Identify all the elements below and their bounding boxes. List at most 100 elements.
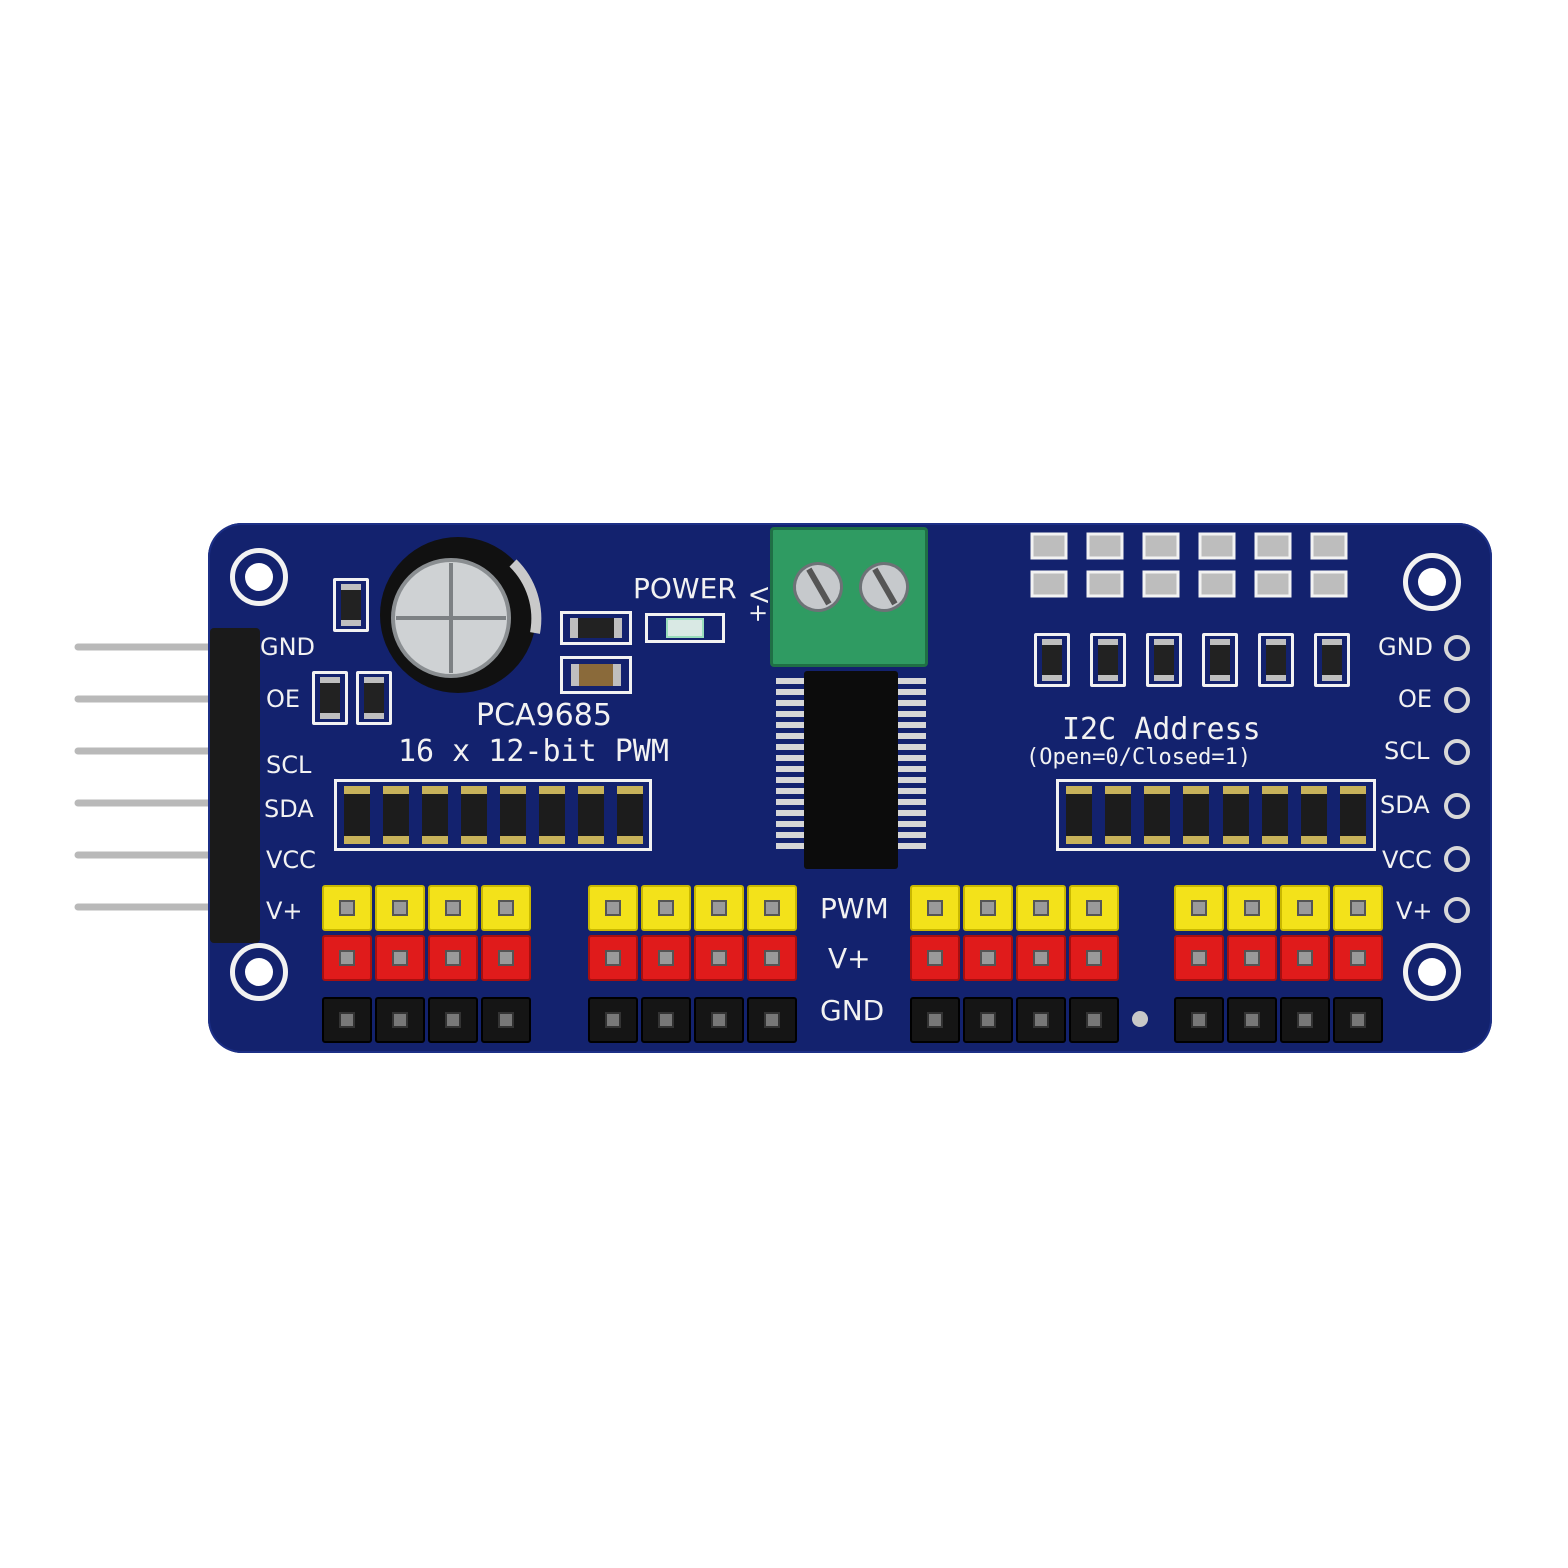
servo-pin-gnd[interactable]	[322, 997, 372, 1043]
servo-pin-vplus[interactable]	[1333, 935, 1383, 981]
servo-pin-pwm[interactable]	[1069, 885, 1119, 931]
servo-pin-pwm[interactable]	[963, 885, 1013, 931]
pca9685-chip	[776, 671, 926, 869]
servo-group-1-pwm-row	[322, 885, 534, 931]
servo-pin-pwm[interactable]	[641, 885, 691, 931]
right-label-vplus: V+	[1396, 897, 1433, 925]
i2c-address-subtitle: (Open=0/Closed=1)	[1026, 745, 1252, 770]
servo-group-4-pwm-row	[1174, 885, 1386, 931]
servo-pin-gnd[interactable]	[1069, 997, 1119, 1043]
servo-pin-gnd[interactable]	[963, 997, 1013, 1043]
servo-pin-gnd[interactable]	[375, 997, 425, 1043]
mount-hole-bottom-left	[230, 943, 288, 1001]
address-resistor-6	[1314, 633, 1350, 687]
servo-pin-vplus[interactable]	[428, 935, 478, 981]
servo-pin-vplus[interactable]	[1016, 935, 1066, 981]
left-header-housing	[210, 628, 260, 943]
servo-pin-vplus[interactable]	[1069, 935, 1119, 981]
servo-pin-vplus[interactable]	[588, 935, 638, 981]
servo-pin-vplus[interactable]	[694, 935, 744, 981]
servo-pin-gnd[interactable]	[910, 997, 960, 1043]
servo-group-3-pwm-row	[910, 885, 1122, 931]
servo-pin-vplus[interactable]	[747, 935, 797, 981]
power-led	[645, 613, 725, 643]
smd-capacitor-3	[356, 671, 392, 725]
servo-pin-pwm[interactable]	[1280, 885, 1330, 931]
screw-icon-right	[849, 552, 919, 622]
servo-pin-gnd[interactable]	[694, 997, 744, 1043]
servo-pin-pwm[interactable]	[1016, 885, 1066, 931]
servo-label-vplus: V+	[828, 942, 871, 975]
mount-hole-bottom-right	[1403, 943, 1461, 1001]
resistor-array-right	[1056, 779, 1376, 851]
right-pad-scl	[1444, 739, 1470, 765]
servo-pin-vplus[interactable]	[322, 935, 372, 981]
right-label-vcc: VCC	[1382, 846, 1432, 874]
servo-group-1-vplus-row	[322, 935, 534, 981]
servo-pin-pwm[interactable]	[322, 885, 372, 931]
servo-group-2-vplus-row	[588, 935, 800, 981]
right-pad-vcc	[1444, 846, 1470, 872]
i2c-address-title: I2C Address	[1062, 712, 1261, 747]
servo-pin-gnd[interactable]	[747, 997, 797, 1043]
left-label-scl: SCL	[266, 751, 312, 779]
servo-pin-vplus[interactable]	[1280, 935, 1330, 981]
servo-pin-pwm[interactable]	[428, 885, 478, 931]
right-pad-gnd	[1444, 635, 1470, 661]
servo-group-1-gnd-row	[322, 997, 534, 1043]
servo-pin-gnd[interactable]	[588, 997, 638, 1043]
mount-hole-top-right	[1403, 553, 1461, 611]
servo-pin-gnd[interactable]	[1227, 997, 1277, 1043]
electrolytic-capacitor	[380, 537, 542, 693]
servo-pin-vplus[interactable]	[1227, 935, 1277, 981]
servo-group-2-pwm-row	[588, 885, 800, 931]
smd-capacitor-1	[333, 578, 369, 632]
pcb-via	[1132, 1011, 1148, 1027]
servo-pin-gnd[interactable]	[1174, 997, 1224, 1043]
left-label-gnd: GND	[260, 633, 316, 661]
servo-group-3-gnd-row	[910, 997, 1122, 1043]
right-pad-oe	[1444, 687, 1470, 713]
servo-pin-gnd[interactable]	[481, 997, 531, 1043]
servo-pin-pwm[interactable]	[375, 885, 425, 931]
servo-pin-pwm[interactable]	[694, 885, 744, 931]
address-resistor-3	[1146, 633, 1182, 687]
right-label-scl: SCL	[1384, 737, 1430, 765]
servo-pin-pwm[interactable]	[1227, 885, 1277, 931]
servo-pin-pwm[interactable]	[588, 885, 638, 931]
servo-pin-vplus[interactable]	[481, 935, 531, 981]
servo-pin-vplus[interactable]	[641, 935, 691, 981]
servo-pin-gnd[interactable]	[1333, 997, 1383, 1043]
servo-pin-pwm[interactable]	[1174, 885, 1224, 931]
right-pad-sda	[1444, 793, 1470, 819]
servo-pin-pwm[interactable]	[910, 885, 960, 931]
servo-pin-gnd[interactable]	[1016, 997, 1066, 1043]
servo-pin-gnd[interactable]	[1280, 997, 1330, 1043]
servo-pin-gnd[interactable]	[641, 997, 691, 1043]
mount-hole-top-left	[230, 548, 288, 606]
resistor-array-left	[334, 779, 652, 851]
servo-label-pwm: PWM	[820, 892, 889, 925]
left-label-sda: SDA	[264, 795, 314, 823]
servo-pin-vplus[interactable]	[963, 935, 1013, 981]
screw-terminal-block	[770, 527, 928, 667]
screw-icon-left	[783, 552, 853, 622]
pcb-board: GND OE SCL SDA VCC V+ POWER V+ P	[208, 523, 1492, 1053]
servo-pin-pwm[interactable]	[481, 885, 531, 931]
right-pad-vplus	[1444, 897, 1470, 923]
servo-pin-pwm[interactable]	[1333, 885, 1383, 931]
address-resistor-1	[1034, 633, 1070, 687]
servo-pin-pwm[interactable]	[747, 885, 797, 931]
servo-label-gnd: GND	[820, 994, 885, 1027]
address-jumper-pads	[1030, 532, 1348, 598]
servo-pin-vplus[interactable]	[375, 935, 425, 981]
servo-pin-vplus[interactable]	[910, 935, 960, 981]
address-resistor-4	[1202, 633, 1238, 687]
smd-resistor-power	[560, 611, 632, 645]
left-label-vcc: VCC	[266, 846, 316, 874]
servo-pin-gnd[interactable]	[428, 997, 478, 1043]
terminal-vplus-label: V+	[744, 586, 773, 624]
right-label-oe: OE	[1398, 685, 1433, 713]
servo-pin-vplus[interactable]	[1174, 935, 1224, 981]
right-label-gnd: GND	[1378, 633, 1434, 661]
